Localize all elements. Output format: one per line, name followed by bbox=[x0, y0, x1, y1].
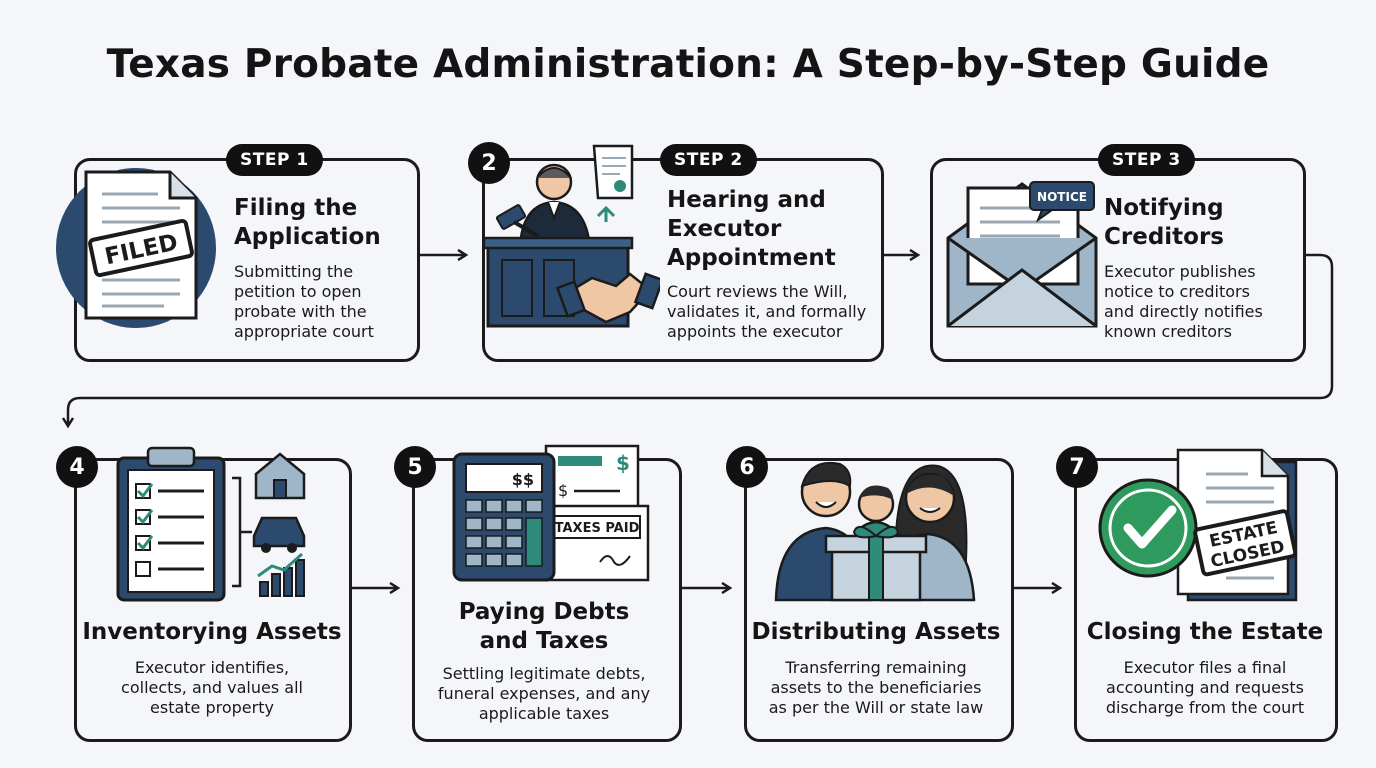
svg-text:$: $ bbox=[616, 451, 630, 475]
judge-courtroom-icon bbox=[482, 144, 660, 328]
estate-closed-icon: ESTATE CLOSED bbox=[1098, 448, 1298, 602]
step-4-title: Inventorying Assets bbox=[82, 619, 342, 645]
step-2-description: Court reviews the Will,validates it, and… bbox=[667, 282, 867, 341]
step-2-badge: STEP 2 bbox=[660, 144, 757, 176]
page-title: Texas Probate Administration: A Step-by-… bbox=[106, 42, 1270, 87]
svg-text:NOTICE: NOTICE bbox=[1037, 190, 1087, 204]
step-4-number-badge: 4 bbox=[56, 446, 98, 488]
step-7-title: Closing the Estate bbox=[1086, 619, 1324, 645]
step-5-number-badge: 5 bbox=[394, 446, 436, 488]
filed-document-icon: FILED bbox=[56, 168, 216, 328]
notice-envelope-icon: NOTICE bbox=[946, 181, 1098, 328]
step-4-description: Executor identifies,collects, and values… bbox=[121, 658, 303, 717]
svg-text:$: $ bbox=[558, 481, 568, 500]
family-gift-icon bbox=[774, 462, 976, 602]
svg-text:TAXES PAID: TAXES PAID bbox=[555, 521, 640, 536]
step-7-number-badge: 7 bbox=[1056, 446, 1098, 488]
step-5-description: Settling legitimate debts,funeral expens… bbox=[437, 664, 651, 723]
step-1-badge: STEP 1 bbox=[226, 144, 323, 176]
step-2-number-badge: 2 bbox=[468, 142, 510, 184]
clipboard-assets-icon bbox=[116, 446, 306, 602]
calculator-taxes-icon: $ $ TAXES PAID $$ bbox=[452, 444, 650, 582]
step-6-number-badge: 6 bbox=[726, 446, 768, 488]
arrow-3-4 bbox=[68, 253, 1334, 426]
step-6-title: Distributing Assets bbox=[751, 619, 1001, 645]
svg-text:$$: $$ bbox=[512, 470, 534, 489]
step-3-badge: STEP 3 bbox=[1098, 144, 1195, 176]
